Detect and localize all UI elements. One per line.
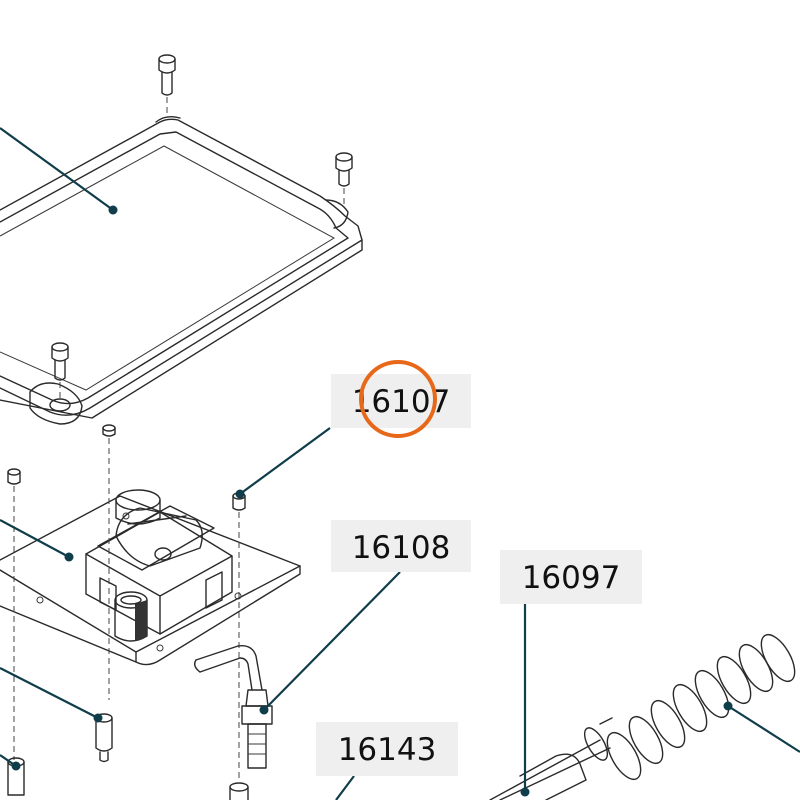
board-screw-2 xyxy=(7,468,21,760)
cover-plate xyxy=(0,115,363,425)
leader-board xyxy=(0,519,70,558)
leader-dot-16107 xyxy=(235,489,245,499)
part-label-16107: 16107 xyxy=(331,374,471,428)
leader-16107 xyxy=(239,427,331,495)
leader-dot-16108 xyxy=(259,705,269,715)
part-label-16108: 16108 xyxy=(331,520,471,572)
leader-dot-standoff xyxy=(93,713,103,723)
leader-dot-16097 xyxy=(520,787,530,797)
heating-coil xyxy=(489,633,796,801)
leader-dot-standoff-2 xyxy=(11,761,21,771)
board-screw-3 xyxy=(232,492,246,780)
cover-screw-top xyxy=(158,54,176,118)
leader-cover xyxy=(0,127,114,211)
part-label-16097: 16097 xyxy=(500,550,642,604)
part-label-16143: 16143 xyxy=(316,722,458,776)
leader-dot-cover xyxy=(108,205,118,215)
capacitor xyxy=(115,489,161,525)
standoff-3 xyxy=(229,782,249,801)
leader-16108 xyxy=(263,571,401,711)
leader-dot-coil xyxy=(723,701,733,711)
leader-coil xyxy=(727,705,800,753)
leader-standoff xyxy=(0,667,99,719)
leader-16143 xyxy=(335,775,355,801)
transformer xyxy=(85,505,233,635)
cover-screw-right xyxy=(335,152,353,206)
leader-lines xyxy=(0,127,800,801)
electrolytic-capacitor xyxy=(114,591,148,642)
sensor-probe xyxy=(193,645,273,769)
leader-dot-board xyxy=(64,552,74,562)
cover-screw-left xyxy=(51,342,69,398)
board-screw-1 xyxy=(102,424,116,700)
circuit-board xyxy=(0,495,301,666)
